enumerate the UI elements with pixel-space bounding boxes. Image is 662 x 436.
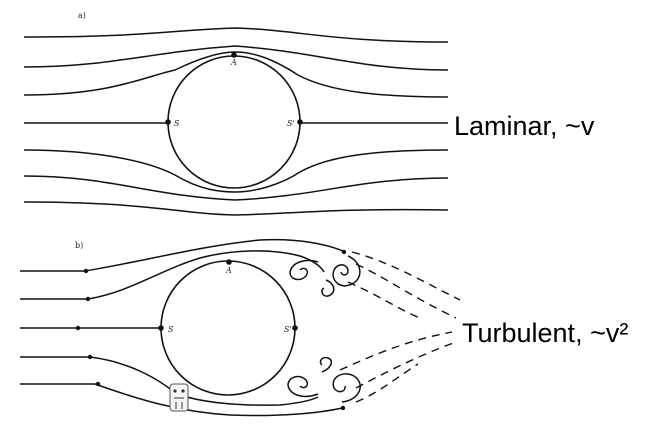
laminar-point-s-prime-dot: [297, 119, 303, 125]
laminar-streamline-3: [23, 51, 449, 98]
flow-arrow-5: [95, 381, 101, 387]
wake-line-1: [351, 251, 461, 301]
turbulent-point-s-label: S: [168, 325, 174, 334]
laminar-streamline-1: [23, 27, 449, 43]
panel-turbulent: b) A S S': [20, 238, 461, 417]
flow-arrow-1: [83, 268, 89, 274]
wake-line-2: [355, 263, 457, 319]
turbulent-point-a-label: A: [225, 266, 232, 275]
laminar-point-a-label: A: [230, 58, 237, 67]
sticker-icon: [169, 383, 189, 412]
laminar-streamline-4: [23, 149, 449, 193]
wake-line-6: [355, 363, 419, 403]
laminar-streamline-6: [23, 201, 449, 216]
turbulent-streamline-5: [20, 383, 343, 417]
upper-vortex-large: [332, 255, 361, 287]
upper-vortex-small: [321, 279, 335, 297]
separation-dot-upper: [341, 249, 347, 255]
separation-dot-lower: [340, 405, 346, 411]
lower-vortex-small: [319, 356, 333, 373]
flow-arrow-4: [87, 354, 93, 360]
turbulent-point-a-dot: [226, 259, 232, 265]
turbulent-streamline-4: [20, 356, 319, 406]
wake-line-5: [355, 341, 457, 389]
turbulent-streamline-1: [20, 238, 346, 272]
flow-arrow-2: [85, 296, 91, 302]
panel-a-label: a): [78, 11, 86, 20]
laminar-caption: Laminar, ~v: [454, 111, 595, 141]
wake-line-4: [339, 331, 453, 371]
lower-vortex-medium: [287, 375, 319, 398]
laminar-point-a-dot: [231, 52, 237, 58]
laminar-streamline-2: [23, 45, 449, 71]
turbulent-streamline-2: [20, 250, 325, 300]
turbulent-caption: Turbulent, ~v²: [462, 318, 628, 348]
turbulent-cylinder: [160, 260, 296, 396]
lower-vortex-large: [332, 373, 361, 403]
laminar-streamline-5: [23, 175, 449, 201]
turbulent-point-s-prime-dot: [292, 325, 298, 331]
panel-b-label: b): [75, 241, 83, 250]
laminar-point-s-prime-label: S': [287, 119, 295, 128]
laminar-cylinder: [167, 55, 301, 189]
panel-laminar: a) A S S': [23, 11, 449, 216]
laminar-point-s-label: S: [174, 119, 180, 128]
turbulent-point-s-prime-label: S': [284, 325, 292, 334]
laminar-point-s-dot: [165, 119, 171, 125]
wake-line-3: [347, 281, 421, 319]
upper-vortex-medium: [289, 259, 319, 281]
flow-arrow-3: [75, 325, 81, 331]
turbulent-point-s-dot: [158, 325, 164, 331]
